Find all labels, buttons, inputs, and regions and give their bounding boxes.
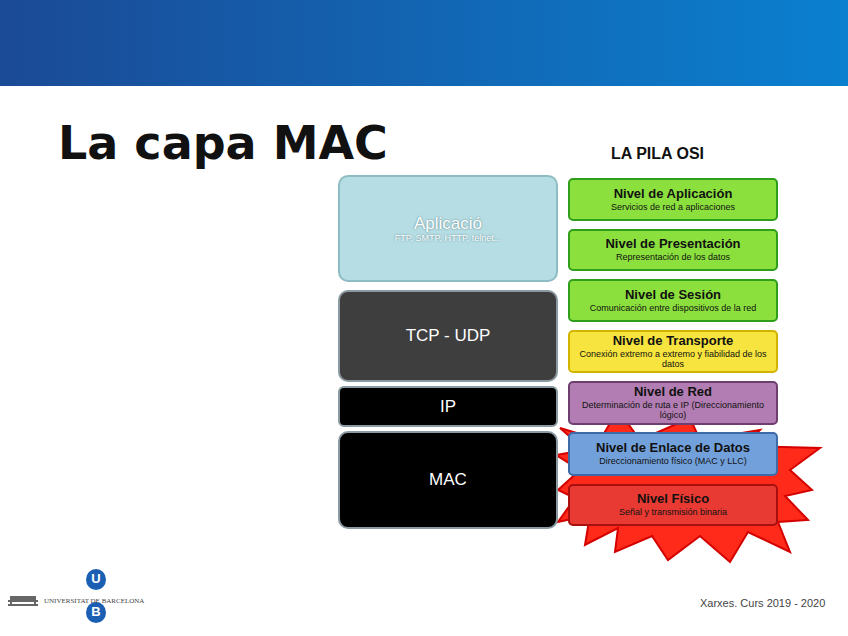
osi-layer: Nivel de AplicaciónServicios de red a ap…: [568, 178, 778, 221]
stack-box: AplicacióFTP, SMTP, HTTP, telnet...: [338, 175, 558, 282]
osi-layer: Nivel de Enlace de DatosDireccionamiento…: [568, 432, 778, 476]
building-icon: [8, 596, 38, 606]
box-subtext: Señal y transmisión binaria: [619, 507, 727, 517]
box-subtext: Determinación de ruta e IP (Direccionami…: [576, 400, 770, 421]
column-heading: LA PILA OSI: [611, 145, 704, 163]
box-heading: MAC: [429, 470, 467, 490]
starburst: [556, 410, 820, 562]
stack-box: IP: [338, 386, 558, 427]
box-subtext: Comunicación entre dispositivos de la re…: [590, 303, 757, 313]
box-subtext: FTP, SMTP, HTTP, telnet...: [395, 233, 502, 243]
box-heading: IP: [440, 397, 456, 417]
box-heading: Nivel de Aplicación: [614, 187, 733, 202]
box-subtext: Servicios de red a aplicaciones: [611, 202, 735, 212]
osi-layer: Nivel de PresentaciónRepresentación de l…: [568, 229, 778, 271]
box-heading: Nivel Físico: [637, 492, 709, 507]
stack-box: TCP - UDP: [338, 290, 558, 382]
osi-layer: Nivel de TransporteConexión extremo a ex…: [568, 330, 778, 373]
box-heading: TCP - UDP: [406, 326, 491, 346]
footer-logo-text: UNIVERSITAT DE BARCELONA: [44, 597, 144, 605]
box-subtext: Representación de los datos: [616, 252, 730, 262]
logo-circle: B: [86, 602, 106, 623]
box-heading: Aplicació: [414, 214, 482, 234]
osi-layer: Nivel FísicoSeñal y transmisión binaria: [568, 484, 778, 526]
osi-layer: Nivel de RedDeterminación de ruta e IP (…: [568, 381, 778, 425]
box-subtext: Conexión extremo a extremo y fiabilidad …: [576, 349, 770, 370]
box-heading: B: [91, 605, 100, 620]
box-heading: U: [91, 572, 100, 587]
stack-box: MAC: [338, 431, 558, 529]
box-heading: Nivel de Enlace de Datos: [596, 441, 750, 456]
box-subtext: Direccionamiento físico (MAC y LLC): [599, 456, 747, 466]
logo-circle: U: [86, 569, 106, 590]
box-heading: Nivel de Transporte: [613, 334, 734, 349]
header-bar: [0, 0, 848, 86]
box-heading: Nivel de Sesión: [625, 288, 721, 303]
box-heading: Nivel de Presentación: [605, 237, 740, 252]
footer-course: Xarxes. Curs 2019 - 2020: [700, 597, 825, 609]
slide-title: La capa MAC: [58, 116, 388, 170]
box-heading: Nivel de Red: [634, 385, 712, 400]
osi-layer: Nivel de SesiónComunicación entre dispos…: [568, 279, 778, 322]
